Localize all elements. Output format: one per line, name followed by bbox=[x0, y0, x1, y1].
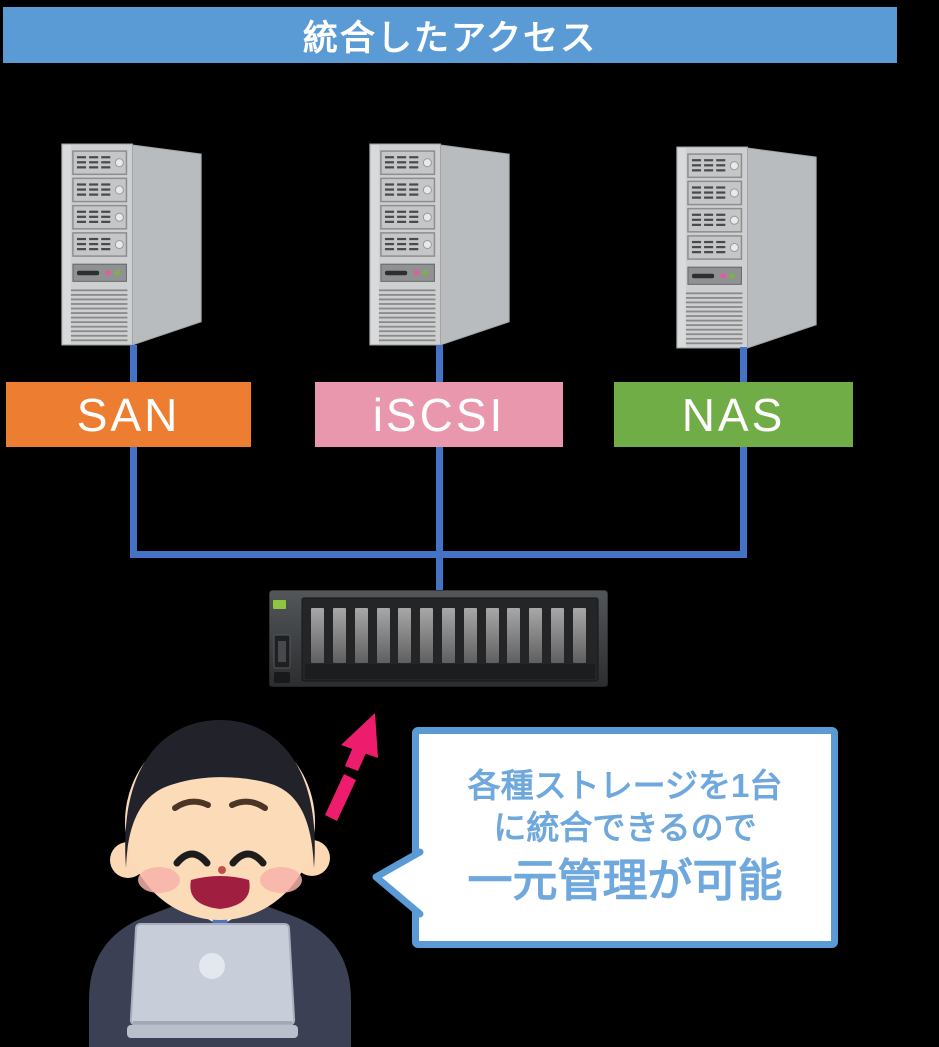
head bbox=[110, 720, 330, 920]
iscsi-label-box: iSCSI bbox=[315, 382, 563, 447]
nas-label: NAS bbox=[681, 388, 786, 441]
connector-san-down bbox=[130, 447, 137, 558]
laptop bbox=[127, 923, 298, 1038]
connector-server2-to-iscsi bbox=[436, 345, 443, 383]
san-label-box: SAN bbox=[6, 382, 251, 447]
power-led bbox=[273, 600, 286, 609]
callout-line-1: 各種ストレージを1台 bbox=[467, 766, 783, 804]
tower-server-icon bbox=[369, 143, 510, 346]
callout-line-2: に統合できるので bbox=[493, 809, 757, 847]
callout-line-3: 一元管理が可能 bbox=[467, 855, 783, 907]
nas-label-box: NAS bbox=[614, 382, 853, 447]
connector-server1-to-san bbox=[130, 345, 137, 383]
mouth bbox=[190, 876, 250, 909]
tower-server-icon bbox=[676, 146, 817, 349]
person-with-laptop-icon bbox=[89, 720, 351, 1047]
connector-iscsi-to-storage bbox=[436, 447, 443, 593]
san-label: SAN bbox=[76, 388, 181, 441]
tower-server-icon bbox=[61, 143, 202, 346]
hair bbox=[125, 720, 315, 868]
speech-bubble: 各種ストレージを1台 に統合できるので 一元管理が可能 bbox=[412, 727, 838, 948]
connector-horizontal-bus bbox=[130, 551, 747, 558]
page-title: 統合したアクセス bbox=[302, 18, 598, 58]
connector-server3-to-nas bbox=[740, 347, 747, 383]
connector-nas-down bbox=[740, 447, 747, 558]
storage-array-icon bbox=[269, 590, 608, 687]
drive-slots bbox=[311, 608, 586, 663]
title-banner: 統合したアクセス bbox=[3, 7, 897, 63]
iscsi-label: iSCSI bbox=[372, 388, 506, 441]
